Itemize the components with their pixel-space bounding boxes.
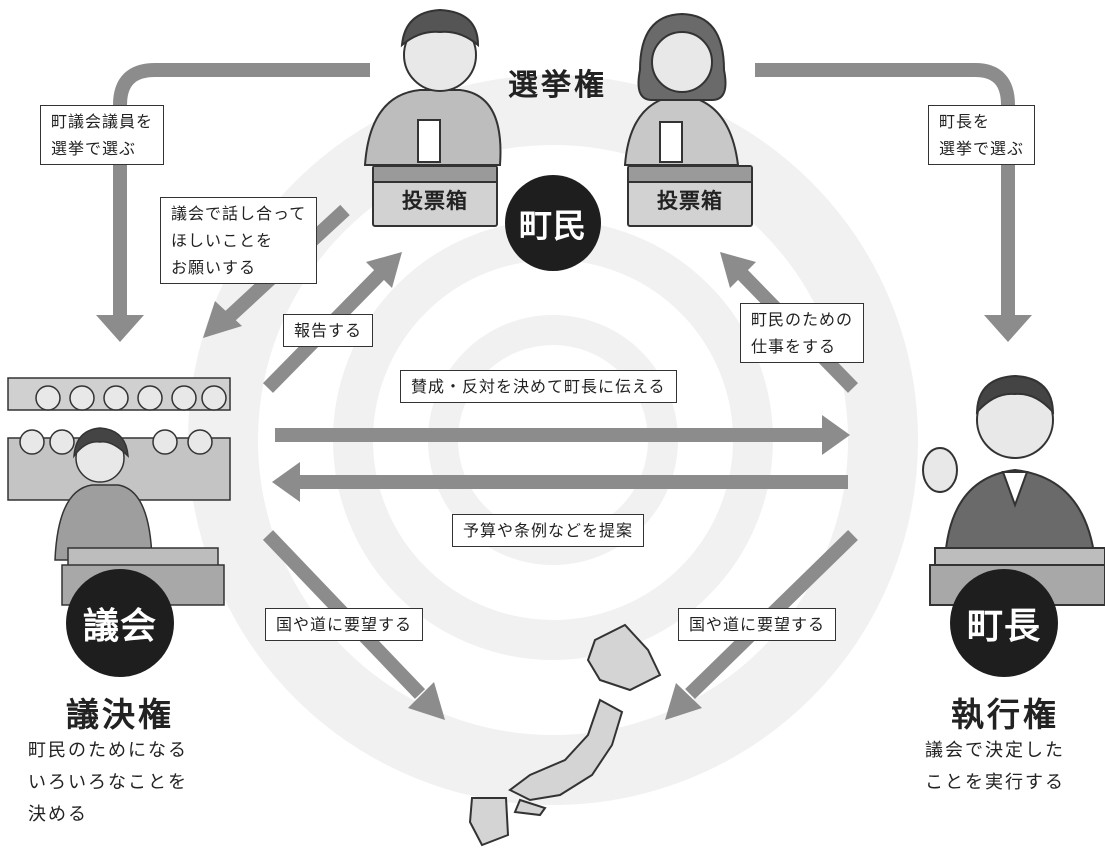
label-report: 報告する: [283, 314, 374, 347]
label-elect-mayor: 町長を 選挙で選ぶ: [928, 105, 1036, 165]
suffrage-heading: 選挙権: [508, 68, 607, 103]
arrowhead-request-council: [203, 301, 242, 338]
label-elect-council: 町議会議員を 選挙で選ぶ: [40, 105, 165, 165]
label-work-for-citizens: 町民のための 仕事をする: [740, 303, 865, 363]
ballot-box-left-label: 投票箱: [402, 189, 468, 213]
label-approve-tell-mayor: 賛成・反対を決めて町長に伝える: [400, 370, 677, 403]
ballot-box-right: 投票箱: [627, 165, 753, 227]
label-request-council: 議会で話し合って ほしいことを お願いする: [160, 197, 318, 284]
arrow-elect-mayor: [755, 63, 1015, 315]
ballot-box-right-label: 投票箱: [657, 189, 723, 213]
citizens-badge: 町民: [505, 175, 601, 271]
ballot-slot: [629, 167, 751, 183]
arrowhead-elect-mayor: [984, 315, 1032, 342]
label-propose-budget: 予算や条例などを提案: [452, 514, 645, 547]
voter-man-illustration: [363, 8, 502, 166]
voter-woman-illustration: [623, 12, 740, 166]
mayor-badge: 町長: [950, 569, 1058, 677]
council-title: 議決権: [66, 695, 174, 734]
arrowhead-petition-right: [665, 683, 702, 720]
label-petition-left: 国や道に要望する: [265, 608, 424, 641]
arrowhead-petition-left: [408, 682, 445, 720]
arrowhead-approve: [822, 415, 850, 455]
arrow-elect-council: [113, 63, 370, 315]
ballot-slot: [374, 167, 496, 183]
council-badge: 議会: [66, 569, 174, 677]
japan-map: [468, 623, 662, 847]
mayor-description: 議会で決定した ことを実行する: [925, 740, 1065, 793]
mayor-title: 執行権: [951, 695, 1059, 734]
ballot-box-left: 投票箱: [372, 165, 498, 227]
arrowhead-work: [720, 252, 756, 288]
arrowhead-report: [366, 252, 402, 288]
council-description: 町民のためになる いろいろなことを 決める: [28, 740, 188, 825]
arrowhead-propose: [272, 462, 300, 502]
arrowhead-elect-council: [96, 315, 144, 342]
label-petition-right: 国や道に要望する: [678, 608, 837, 641]
